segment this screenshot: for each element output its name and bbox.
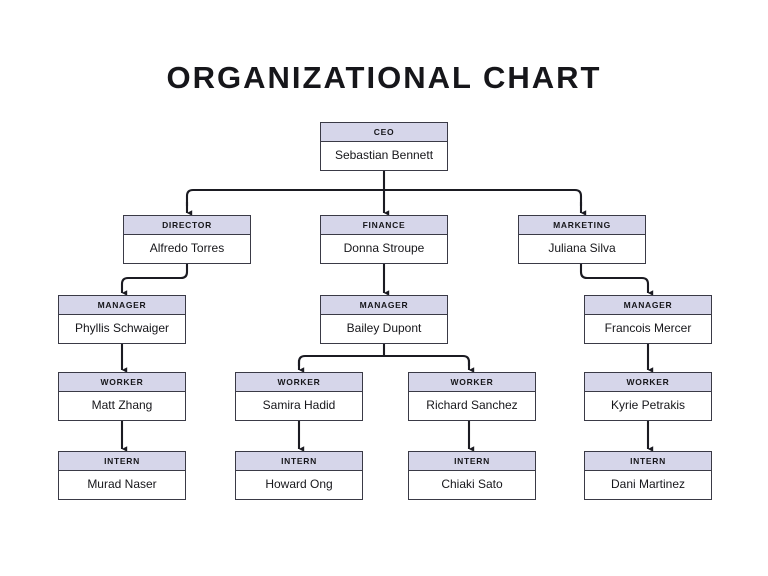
- node-role-label: WORKER: [409, 373, 535, 392]
- node-finance[interactable]: FINANCE Donna Stroupe: [320, 215, 448, 264]
- node-person-name: Juliana Silva: [519, 235, 645, 263]
- node-worker-3[interactable]: WORKER Richard Sanchez: [408, 372, 536, 421]
- node-worker-1[interactable]: WORKER Matt Zhang: [58, 372, 186, 421]
- node-intern-1[interactable]: INTERN Murad Naser: [58, 451, 186, 500]
- edge-marketing-to-manager: [579, 262, 654, 296]
- node-person-name: Sebastian Bennett: [321, 142, 447, 170]
- node-marketing[interactable]: MARKETING Juliana Silva: [518, 215, 646, 264]
- node-person-name: Dani Martinez: [585, 471, 711, 499]
- node-person-name: Bailey Dupont: [321, 315, 447, 343]
- node-person-name: Samira Hadid: [236, 392, 362, 420]
- node-director[interactable]: DIRECTOR Alfredo Torres: [123, 215, 251, 264]
- node-role-label: MANAGER: [585, 296, 711, 315]
- node-person-name: Kyrie Petrakis: [585, 392, 711, 420]
- node-person-name: Phyllis Schwaiger: [59, 315, 185, 343]
- node-person-name: Richard Sanchez: [409, 392, 535, 420]
- node-intern-2[interactable]: INTERN Howard Ong: [235, 451, 363, 500]
- node-role-label: INTERN: [409, 452, 535, 471]
- node-role-label: FINANCE: [321, 216, 447, 235]
- node-intern-4[interactable]: INTERN Dani Martinez: [584, 451, 712, 500]
- node-ceo[interactable]: CEO Sebastian Bennett: [320, 122, 448, 171]
- node-role-label: MARKETING: [519, 216, 645, 235]
- node-person-name: Donna Stroupe: [321, 235, 447, 263]
- node-role-label: CEO: [321, 123, 447, 142]
- node-person-name: Alfredo Torres: [124, 235, 250, 263]
- page-title: ORGANIZATIONAL CHART: [166, 60, 602, 95]
- node-worker-2[interactable]: WORKER Samira Hadid: [235, 372, 363, 421]
- node-role-label: MANAGER: [321, 296, 447, 315]
- node-role-label: MANAGER: [59, 296, 185, 315]
- node-role-label: INTERN: [585, 452, 711, 471]
- node-role-label: DIRECTOR: [124, 216, 250, 235]
- node-person-name: Howard Ong: [236, 471, 362, 499]
- node-person-name: Murad Naser: [59, 471, 185, 499]
- node-role-label: INTERN: [59, 452, 185, 471]
- edge-ceo-bus: [185, 188, 583, 206]
- node-role-label: WORKER: [236, 373, 362, 392]
- node-manager-middle[interactable]: MANAGER Bailey Dupont: [320, 295, 448, 344]
- edge-manager-mid-bus: [297, 354, 471, 366]
- node-manager-right[interactable]: MANAGER Francois Mercer: [584, 295, 712, 344]
- edge-director-to-manager: [120, 262, 189, 296]
- node-worker-4[interactable]: WORKER Kyrie Petrakis: [584, 372, 712, 421]
- node-manager-left[interactable]: MANAGER Phyllis Schwaiger: [58, 295, 186, 344]
- node-intern-3[interactable]: INTERN Chiaki Sato: [408, 451, 536, 500]
- node-role-label: WORKER: [59, 373, 185, 392]
- node-role-label: INTERN: [236, 452, 362, 471]
- node-person-name: Francois Mercer: [585, 315, 711, 343]
- node-person-name: Matt Zhang: [59, 392, 185, 420]
- node-person-name: Chiaki Sato: [409, 471, 535, 499]
- node-role-label: WORKER: [585, 373, 711, 392]
